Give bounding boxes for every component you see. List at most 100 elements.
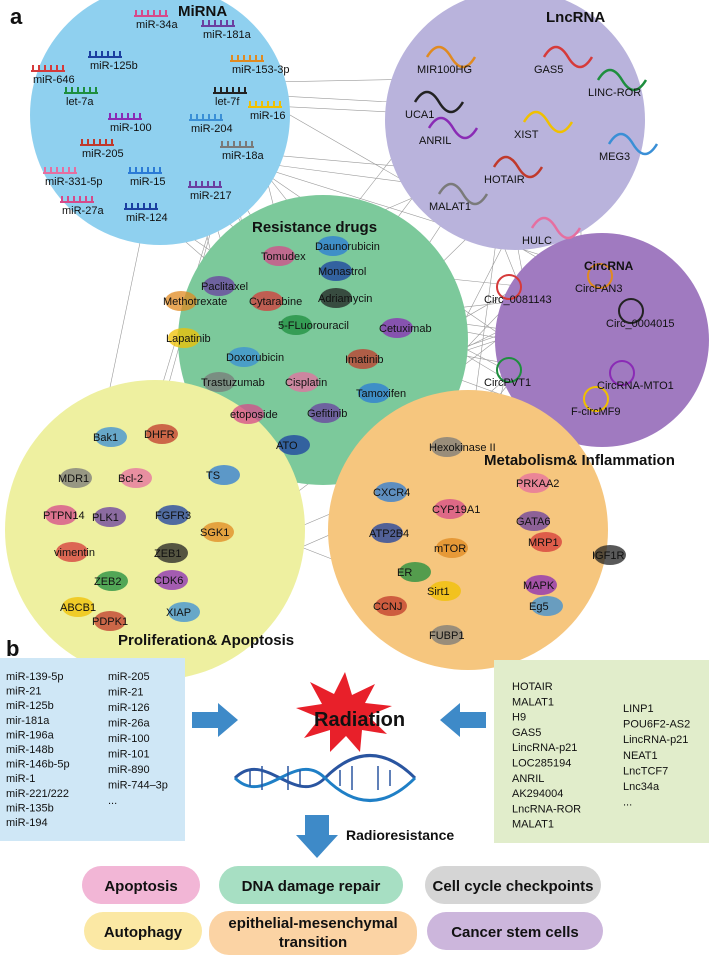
list-item: miR-21 (108, 687, 143, 699)
mirna-node-label: miR-205 (82, 148, 124, 160)
apoptosis-text: Apoptosis (104, 878, 177, 895)
drugs-node-label: Cisplatin (285, 377, 327, 389)
metab-node-label: GATA6 (516, 516, 550, 528)
emt-pill (209, 911, 417, 955)
list-item: miR-125b (6, 700, 54, 712)
metab-node-label: Eg5 (529, 601, 549, 613)
circrna-title: CircRNA (584, 259, 634, 273)
mirna-node-label: miR-153-3p (232, 64, 289, 76)
drugs-node-label: Tomudex (261, 251, 306, 263)
proliferation-title: Proliferation& Apoptosis (118, 632, 294, 649)
circrna-node-label: CircPAN3 (575, 283, 622, 295)
prolif-node-label: MDR1 (58, 473, 89, 485)
drugs-node-label: Daunorubicin (315, 241, 380, 253)
list-item: AK294004 (512, 788, 563, 800)
drugs-node-label: Monastrol (318, 266, 366, 278)
radioresistance-label: Radioresistance (346, 827, 454, 843)
list-item: miR-744–3p (108, 780, 168, 792)
list-item: miR-139-5p (6, 671, 63, 683)
drugs-node-label: Trastuzumab (201, 377, 265, 389)
prolif-node-label: ZEB2 (94, 576, 122, 588)
list-item: miR-26a (108, 718, 150, 730)
lncrna-node-label: ANRIL (419, 135, 451, 147)
list-item: LincRNA-p21 (623, 734, 688, 746)
lncrna-title: LncRNA (546, 9, 605, 26)
list-item: miR-1 (6, 773, 35, 785)
list-item: ... (108, 795, 117, 807)
panel-b-label: b (6, 636, 19, 661)
radiation-label: Radiation (314, 709, 405, 731)
list-item: LINP1 (623, 703, 654, 715)
drugs-node-label: Doxorubicin (226, 352, 284, 364)
lncrna-node-label: XIST (514, 129, 539, 141)
prolif-node-label: vimentin (54, 547, 95, 559)
drugs-node-label: Adriamycin (318, 293, 372, 305)
prolif-node-label: PLK1 (92, 512, 119, 524)
autophagy-pill (84, 912, 202, 950)
circrna-node-label: CircPVT1 (484, 377, 531, 389)
metab-node-label: MRP1 (528, 537, 559, 549)
list-item: miR-100 (108, 733, 150, 745)
metab-node-label: PRKAA2 (516, 478, 559, 490)
mirna-node-label: miR-646 (33, 74, 75, 86)
drugs-node-label: Gefitinib (307, 408, 347, 420)
dna-repair-pill (219, 866, 403, 904)
mirna-node-label: let-7f (215, 96, 240, 108)
mirna-node-label: miR-181a (203, 29, 252, 41)
circrna-cluster (495, 233, 709, 447)
list-item: ANRIL (512, 773, 544, 785)
mirna-node-label: miR-331-5p (45, 176, 102, 188)
list-item: LncTCF7 (623, 765, 668, 777)
prolif-node-label: Bcl-2 (118, 473, 143, 485)
drugs-node-label: Tamoxifen (356, 388, 406, 400)
circrna-node-label: Circ_0081143 (484, 294, 552, 306)
list-item: GAS5 (512, 727, 541, 739)
lncrna-node-label: HOTAIR (484, 174, 525, 186)
prolif-node-label: TS (206, 470, 220, 482)
metab-node-label: Hexokinase II (429, 442, 496, 454)
drugs-node-label: Cetuximab (379, 323, 432, 335)
circrna-node-label: CircRNA-MTO1 (597, 380, 674, 392)
metab-node-label: MAPK (523, 580, 555, 592)
drugs-node-label: ATO (276, 440, 298, 452)
prolif-node-label: DHFR (144, 429, 175, 441)
list-item: miR-101 (108, 749, 150, 761)
list-item: mir-181a (6, 715, 50, 727)
prolif-node-label: FGFR3 (155, 510, 191, 522)
list-item: miR-126 (108, 702, 150, 714)
list-item: ... (623, 797, 632, 809)
list-item: MALAT1 (512, 819, 554, 831)
prolif-node-label: PDPK1 (92, 616, 128, 628)
prolif-node-label: XIAP (166, 607, 191, 619)
drugs-title: Resistance drugs (252, 219, 377, 236)
list-item: Lnc34a (623, 781, 660, 793)
list-item: POU6F2-AS2 (623, 719, 690, 731)
prolif-node-label: CDK6 (154, 575, 183, 587)
mirna-node-label: miR-34a (136, 19, 178, 31)
lncrna-list-box (494, 660, 709, 843)
down-arrow-icon (296, 815, 338, 858)
list-item: HOTAIR (512, 681, 553, 693)
stem-cells-text: Cancer stem cells (451, 924, 579, 941)
list-item: miR-890 (108, 764, 150, 776)
stem-cells-pill (427, 912, 603, 950)
list-item: miR-135b (6, 802, 54, 814)
metab-node-label: ATP2B4 (369, 528, 409, 540)
list-item: MALAT1 (512, 696, 554, 708)
mirna-node-label: miR-217 (190, 190, 232, 202)
list-item: miR-205 (108, 671, 150, 683)
metab-node-label: CCNJ (373, 601, 402, 613)
prolif-node-label: ZEB1 (154, 548, 182, 560)
list-item: miR-221/222 (6, 788, 69, 800)
cell-cycle-text: Cell cycle checkpoints (433, 878, 594, 895)
prolif-node-label: SGK1 (200, 527, 229, 539)
mirna-node-label: miR-18a (222, 150, 264, 162)
mirna-node-label: let-7a (66, 96, 94, 108)
radiation-burst-icon (296, 672, 392, 752)
metabolism-title: Metabolism& Inflammation (484, 452, 675, 469)
metab-node-label: Sirt1 (427, 586, 450, 598)
list-item: miR-146b-5p (6, 759, 70, 771)
mirna-node-label: miR-125b (90, 60, 138, 72)
mirna-title: MiRNA (178, 3, 227, 20)
